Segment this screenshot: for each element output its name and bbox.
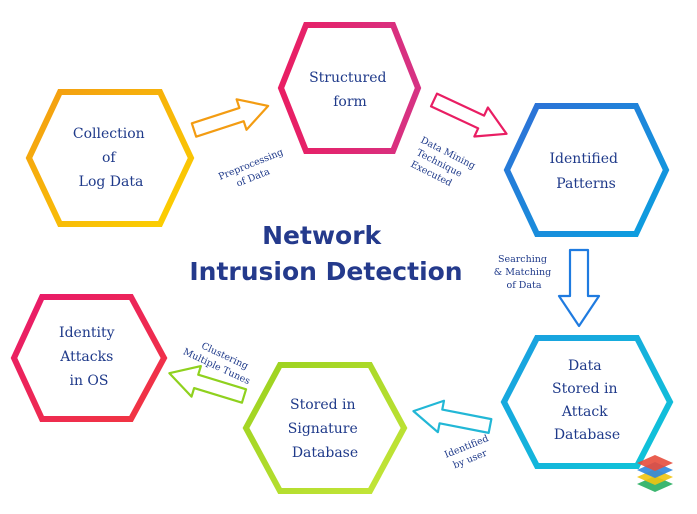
hexagon-shape xyxy=(25,89,195,227)
node-label-line: Collection xyxy=(73,126,145,142)
node-identity: Identity Attacks in OS xyxy=(10,294,168,422)
arrow-label: Identified by user xyxy=(443,432,498,473)
node-label: Data Stored in Attack Database xyxy=(552,358,622,443)
node-patterns: Identified Patterns xyxy=(503,103,670,237)
node-label-line: Structured xyxy=(309,70,386,86)
stacked-layers-logo xyxy=(637,455,673,492)
node-label-line: Identity xyxy=(59,325,115,341)
block-arrow-shape xyxy=(190,98,270,138)
block-arrow-shape xyxy=(557,248,601,328)
node-label-line: Stored in xyxy=(552,381,618,397)
node-label: Stored in Signature Database xyxy=(288,397,362,461)
node-label-line: Database xyxy=(292,445,358,461)
arrow-label: Data Mining Technique Executed xyxy=(407,135,480,197)
block-arrow-shape xyxy=(429,92,508,138)
node-structured: Structured form xyxy=(277,22,422,154)
block-arrow-shape xyxy=(412,399,493,434)
node-label-line: Data xyxy=(568,358,602,374)
arrow-preprocessing: Preprocessing of Data xyxy=(190,98,293,195)
arrow-label-line: Searching xyxy=(498,254,547,265)
node-label-line: Database xyxy=(554,427,620,443)
arrow-identified-by-user: Identified by user xyxy=(412,399,498,473)
node-label-line: Log Data xyxy=(79,174,144,190)
hexagon-shape xyxy=(503,103,670,237)
hexagon-shape xyxy=(277,22,422,154)
node-label-line: Identified xyxy=(550,151,619,167)
arrow-label-line: of Data xyxy=(506,280,541,291)
title-line-2: Intrusion Detection xyxy=(189,257,462,286)
arrow-searching: Searching & Matching of Data xyxy=(494,248,601,328)
diagram-title: Network Intrusion Detection xyxy=(189,221,462,286)
node-label-line: Stored in xyxy=(290,397,356,413)
node-label-line: form xyxy=(333,94,367,110)
arrow-label: Searching & Matching of Data xyxy=(494,254,554,291)
title-line-1: Network xyxy=(262,221,382,250)
arrow-label: Preprocessing of Data xyxy=(217,146,293,195)
hexagon-shape xyxy=(242,362,408,494)
arrow-label: Clustering Multiple Tunes xyxy=(181,335,257,387)
node-label: Collection of Log Data xyxy=(73,126,149,190)
node-label-line: Attack xyxy=(561,404,608,420)
arrow-data-mining: Data Mining Technique Executed xyxy=(407,92,508,197)
node-label-line: of xyxy=(102,150,117,166)
node-label: Identity Attacks in OS xyxy=(59,325,119,389)
arrow-label-line: & Matching xyxy=(494,267,551,278)
node-label-line: in OS xyxy=(69,373,108,389)
hexagon-shape xyxy=(500,335,674,469)
arrow-clustering: Clustering Multiple Tunes xyxy=(168,335,257,404)
node-label: Identified Patterns xyxy=(550,151,623,192)
node-signature-db: Stored in Signature Database xyxy=(242,362,408,494)
node-collection: Collection of Log Data xyxy=(25,89,195,227)
block-arrow-shape xyxy=(168,364,248,404)
logo-layer xyxy=(637,455,673,471)
node-label-line: Signature xyxy=(288,421,358,437)
node-label: Structured form xyxy=(309,70,391,110)
node-attack-db: Data Stored in Attack Database xyxy=(500,335,674,469)
hexagon-shape xyxy=(10,294,168,422)
node-label-line: Attacks xyxy=(59,349,113,365)
node-label-line: Patterns xyxy=(556,176,616,192)
